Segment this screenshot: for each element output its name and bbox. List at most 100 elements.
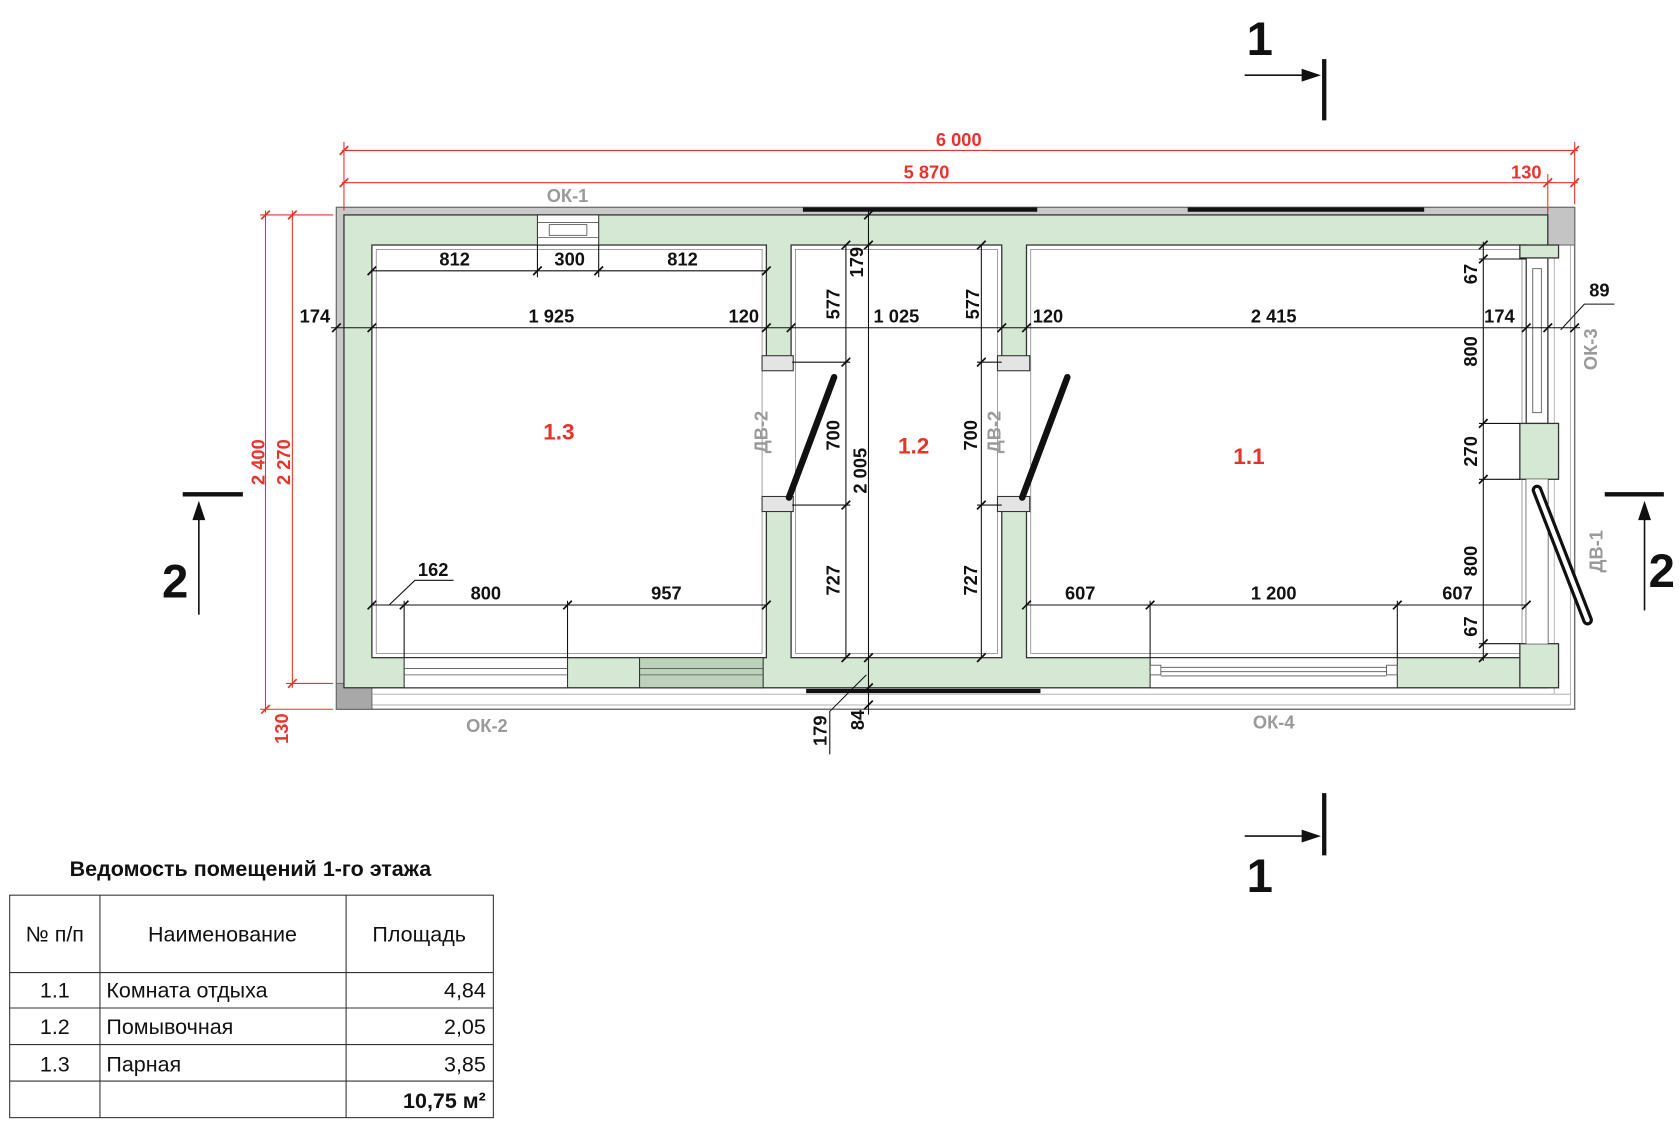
wall-pier-right xyxy=(1519,422,1560,480)
door-jamb-right-top xyxy=(996,355,1031,372)
window-ok3 xyxy=(1525,257,1549,424)
door-dv1 xyxy=(1526,479,1593,644)
dim-front-left-pier: 812 xyxy=(439,248,469,269)
room-1-1-floor xyxy=(1025,244,1527,659)
dim-rear-right-pier-left: 607 xyxy=(1065,583,1095,604)
schedule-row-1-area: 4,84 xyxy=(444,978,486,1002)
dim-right-door-dv1: 800 xyxy=(1460,546,1481,576)
detail-dimensions: 812 300 812 174 1 925 120 1 025 120 2 41… xyxy=(300,210,1615,755)
door-leaf-dv2-right xyxy=(1018,373,1071,501)
room-label-1-1: 1.1 xyxy=(1233,444,1264,469)
section-mark-2-right: 2 xyxy=(1604,492,1675,611)
section-1-top-arrowhead xyxy=(1301,68,1321,82)
detail-dimension-lines xyxy=(331,210,1615,755)
overall-dimension-lines xyxy=(260,141,1578,713)
dim-1-2-right-lower: 727 xyxy=(960,565,981,595)
door-opening-right xyxy=(1000,370,1029,497)
wall-pier-right-top xyxy=(1519,244,1560,259)
dim-1-2-right-upper: 577 xyxy=(962,289,983,319)
dim-rear-window-ok2: 800 xyxy=(471,583,501,604)
dim-length-overhang: 130 xyxy=(1511,161,1541,182)
label-dv1: ДВ-1 xyxy=(1586,530,1607,572)
label-dv2-right: ДВ-2 xyxy=(984,411,1005,453)
schedule-row-1-name: Комната отдыха xyxy=(106,978,267,1002)
schedule-header-num: № п/п xyxy=(26,922,84,946)
door-dv1-opening xyxy=(1526,479,1548,644)
dim-width-total: 2 400 xyxy=(247,439,268,485)
dim-rear-window-ok4: 1 200 xyxy=(1251,583,1297,604)
room-label-1-3: 1.3 xyxy=(543,420,574,445)
schedule-row-2-name: Помывочная xyxy=(106,1015,233,1039)
section-mark-1-bottom: 1 xyxy=(1244,793,1327,903)
dim-right-bottom-pier: 67 xyxy=(1460,616,1481,636)
window-ok4-frame xyxy=(1149,657,1398,689)
dim-right-window-ok3: 800 xyxy=(1460,336,1481,366)
detail-dimension-ticks xyxy=(331,210,1580,710)
section-2-left-number: 2 xyxy=(162,556,188,609)
window-ok1-glazing xyxy=(537,222,599,238)
window-ok4 xyxy=(1149,657,1398,689)
dim-partition-right: 120 xyxy=(1033,305,1063,326)
dim-1-2-right-door: 700 xyxy=(960,420,981,450)
window-ok2-frame xyxy=(403,657,569,689)
dim-rear-right-pier-right: 607 xyxy=(1442,583,1472,604)
wall-panel-rear-lines xyxy=(639,667,764,676)
dim-partition-left: 120 xyxy=(729,305,759,326)
label-ok4: ОК-4 xyxy=(1253,712,1295,733)
schedule-title: Ведомость помещений 1-го этажа xyxy=(70,857,433,881)
schedule-total-area: 10,75 м² xyxy=(403,1089,486,1113)
door-leaf-dv2-left xyxy=(785,373,838,501)
dim-right-wall: 174 xyxy=(1484,305,1515,326)
opening-labels: ОК-1 ОК-2 ОК-4 ОК-3 ДВ-1 ДВ-2 ДВ-2 xyxy=(466,185,1607,736)
window-ok2-glazing xyxy=(404,667,568,676)
dim-front-window: 300 xyxy=(554,248,584,269)
schedule-row-3-num: 1.3 xyxy=(40,1052,70,1076)
window-ok4-jamb-left xyxy=(1149,664,1162,676)
dim-right-offset: 89 xyxy=(1589,280,1609,301)
schedule-row-3-name: Парная xyxy=(106,1052,181,1076)
dim-length-walls: 5 870 xyxy=(904,161,950,182)
dim-rear-overhang: 84 xyxy=(847,709,868,730)
schedule-header-name: Наименование xyxy=(148,922,297,946)
door-opening-left xyxy=(765,370,793,497)
section-2-right-arrowhead xyxy=(1638,500,1651,521)
section-2-left-arrowhead xyxy=(192,500,206,521)
floor-plan xyxy=(335,206,1593,710)
dim-1-2-left-upper: 577 xyxy=(822,289,843,319)
dim-1-2-left-door: 700 xyxy=(822,420,843,450)
dim-1-2-left-lower: 727 xyxy=(822,565,843,595)
wall-panel-rear-body xyxy=(639,657,764,689)
section-1-bottom-number: 1 xyxy=(1247,850,1273,903)
overall-dimensions: 6 000 5 870 130 2 400 2 270 130 xyxy=(247,129,1580,744)
schedule-header-area: Площадь xyxy=(372,922,466,946)
window-ok3-frame xyxy=(1525,257,1549,424)
section-mark-1-top: 1 xyxy=(1244,13,1327,121)
door-dv1-leaf-core xyxy=(1534,487,1590,623)
room-1-2-lining xyxy=(795,248,998,654)
section-1-bottom-arrowhead xyxy=(1301,829,1321,843)
window-ok4-jamb-right xyxy=(1386,664,1398,676)
schedule-row-2-num: 1.2 xyxy=(40,1015,70,1039)
schedule-row-1-num: 1.1 xyxy=(40,978,70,1002)
wall-panel-rear xyxy=(639,657,764,689)
dim-rear-left-offset: 162 xyxy=(418,559,448,580)
dim-room-1-3-length: 1 925 xyxy=(529,305,575,326)
door-jamb-left-top xyxy=(761,355,794,372)
room-label-1-2: 1.2 xyxy=(898,434,929,459)
dim-left-wall: 174 xyxy=(300,305,331,326)
dim-right-top-pier: 67 xyxy=(1460,264,1481,284)
dim-room-1-2-length: 1 025 xyxy=(874,305,920,326)
window-ok1 xyxy=(536,214,600,246)
dim-length-total: 6 000 xyxy=(936,129,982,150)
schedule-border xyxy=(9,894,494,1119)
section-1-top-number: 1 xyxy=(1247,13,1273,66)
dim-room-1-1-length: 2 415 xyxy=(1251,305,1297,326)
section-mark-2-left: 2 xyxy=(162,492,243,615)
room-schedule: Ведомость помещений 1-го этажа № п/п Наи… xyxy=(9,857,494,1119)
dim-right-middle-pier: 270 xyxy=(1460,436,1481,466)
overall-dimension-ticks xyxy=(260,145,1580,715)
room-labels: 1.3 1.2 1.1 xyxy=(543,420,1264,470)
schedule-row-2-area: 2,05 xyxy=(444,1015,486,1039)
label-ok3: ОК-3 xyxy=(1580,328,1601,370)
